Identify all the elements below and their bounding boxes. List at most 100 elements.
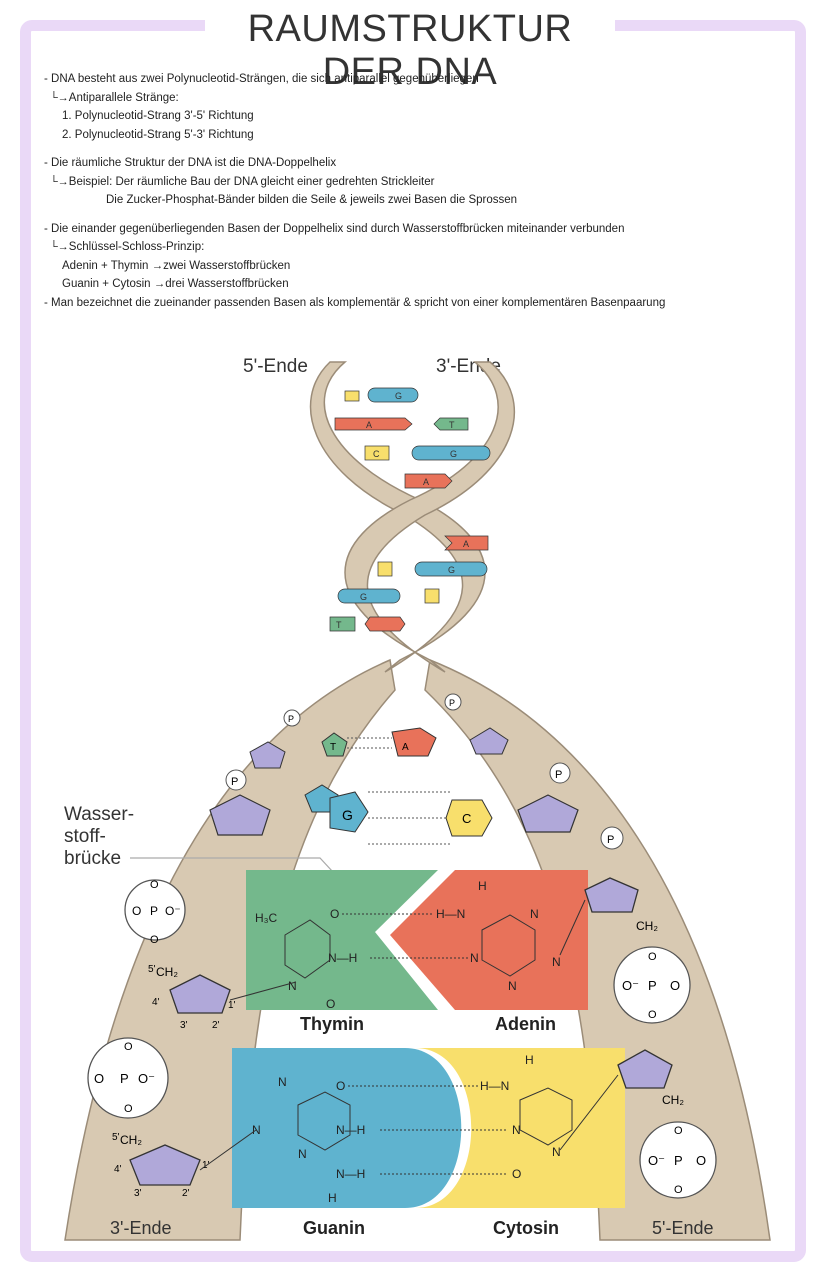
arrow-icon: └→	[50, 91, 69, 104]
chem-label: CH₂	[120, 1133, 142, 1147]
note-item: Guanin + Cytosin →drei Wasserstoffbrücke…	[62, 278, 289, 290]
helix-strand-2	[344, 361, 516, 673]
chem-label: 1'	[228, 1000, 236, 1011]
chem-label: O	[674, 1184, 683, 1196]
chem-label: H—N	[436, 907, 465, 921]
chem-label: P	[648, 978, 657, 993]
chem-label: O	[330, 907, 339, 921]
chem-label: O	[696, 1153, 706, 1168]
strand-right-outer	[424, 658, 771, 1241]
right-backbone: O⁻ P O O O CH₂ O⁻ P O O O CH₂	[559, 877, 717, 1199]
chem-label: O	[132, 904, 141, 918]
helix-strand-1	[309, 361, 486, 673]
note-item: 2. Polynucleotid-Strang 5'-3' Richtung	[62, 128, 254, 141]
base-letter: G	[395, 391, 402, 401]
label-5-ende-top: 5'-Ende	[243, 356, 308, 377]
chem-label: P	[674, 1153, 683, 1168]
chem-label: N	[298, 1147, 307, 1161]
base-letter: T	[449, 420, 455, 430]
base-letter: G	[360, 592, 367, 602]
note-line: - Die einander gegenüberliegenden Basen …	[44, 222, 625, 235]
hbond-label-3: brücke	[64, 848, 121, 869]
cytosin-block: H H—N N N O	[415, 1048, 625, 1208]
chem-label: N	[288, 979, 297, 993]
note-subline: └→Beispiel: Der räumliche Bau der DNA gl…	[44, 173, 804, 192]
chem-label: N—H	[328, 951, 357, 965]
phosphate-label: P	[555, 769, 562, 781]
label-thymin: Thymin	[300, 1014, 364, 1034]
chem-label: O	[124, 1041, 133, 1053]
chem-label: 3'	[180, 1020, 188, 1031]
chem-label: 5'	[148, 964, 156, 975]
chem-label: O	[150, 879, 159, 891]
chem-label: 5'	[112, 1132, 120, 1143]
title-background	[205, 6, 615, 50]
phosphate-label: P	[288, 714, 294, 724]
chem-label: N	[530, 907, 539, 921]
left-backbone: O P O⁻ O O 5' CH₂ 4' 3' 2' 1' O P O⁻ O O…	[87, 879, 297, 1199]
chem-label: O⁻	[622, 978, 639, 993]
base-letter: C	[462, 811, 471, 826]
base-letter: G	[450, 449, 457, 459]
note-line: - Man bezeichnet die zueinander passende…	[44, 296, 666, 309]
chem-label: 3'	[134, 1188, 142, 1199]
base-letter: T	[330, 742, 336, 753]
chem-label: 2'	[212, 1020, 220, 1031]
phosphate-label: P	[607, 834, 614, 846]
chem-label: N	[508, 979, 517, 993]
chem-label: N	[470, 951, 479, 965]
chem-label: O⁻	[648, 1153, 665, 1168]
chem-label: 4'	[152, 997, 160, 1008]
chem-label: O⁻	[138, 1071, 155, 1086]
chem-label: H—N	[480, 1079, 509, 1093]
label-cytosin: Cytosin	[493, 1218, 559, 1238]
note-item: 1. Polynucleotid-Strang 3'-5' Richtung	[62, 110, 254, 122]
chem-label: O	[336, 1079, 345, 1093]
chem-label: N—H	[336, 1167, 365, 1181]
helix-basepairs: G A T C G A A G G T	[329, 387, 491, 632]
hbond-label-2: stoff-	[64, 826, 106, 847]
chem-label: N	[512, 1123, 521, 1137]
chem-label: O	[512, 1167, 521, 1181]
chem-label: H₃C	[255, 911, 278, 925]
label-guanin: Guanin	[303, 1218, 365, 1238]
chem-label: CH₂	[662, 1093, 684, 1107]
adenin-block: H H—N N N N N	[390, 870, 588, 1010]
base-letter: T	[336, 620, 342, 630]
note-line: - Die räumliche Struktur der DNA ist die…	[44, 157, 337, 169]
chem-label: N	[278, 1075, 287, 1089]
label-adenin: Adenin	[495, 1014, 556, 1034]
base-letter: G	[342, 807, 353, 823]
note-item: Adenin + Thymin →zwei Wasserstoffbrücken	[62, 259, 291, 272]
chem-label: O	[124, 1103, 133, 1115]
mid-backbone: P P P P P T A G C	[209, 693, 624, 850]
base-letter: A	[423, 477, 429, 487]
thymin-block: H₃C O N—H N O	[246, 870, 438, 1011]
chem-label: H	[525, 1053, 534, 1067]
chem-label: O	[648, 951, 657, 963]
page-title: RAUMSTRUKTUR DER DNA	[247, 8, 573, 93]
base-letter: A	[463, 539, 469, 549]
phosphate-label: P	[449, 698, 455, 708]
chem-label: 4'	[114, 1164, 122, 1175]
note-subtitle: Schlüssel-Schloss-Prinzip:	[68, 241, 205, 253]
chem-label: N	[552, 955, 561, 969]
chem-label: O	[648, 1009, 657, 1021]
base-letter: A	[402, 742, 409, 753]
chem-label: O	[150, 934, 159, 946]
chem-label: N—H	[336, 1123, 365, 1137]
guanin-block: O N—H N—H H N N N	[232, 1048, 462, 1208]
note-subtitle: Antiparallele Stränge:	[68, 91, 179, 104]
chem-label: H	[328, 1191, 337, 1205]
chem-label: CH₂	[156, 965, 178, 979]
chem-label: O	[670, 978, 680, 993]
chem-label: O	[94, 1071, 104, 1086]
note-subline: └→Schlüssel-Schloss-Prinzip:	[44, 238, 804, 257]
notes-section: - DNA besteht aus zwei Polynucleotid-Str…	[44, 70, 804, 312]
note-line: - DNA besteht aus zwei Polynucleotid-Str…	[44, 73, 479, 85]
base-letter: G	[448, 565, 455, 575]
chem-label: 2'	[182, 1188, 190, 1199]
chem-label: N	[252, 1123, 261, 1137]
chem-label: P	[150, 904, 158, 918]
